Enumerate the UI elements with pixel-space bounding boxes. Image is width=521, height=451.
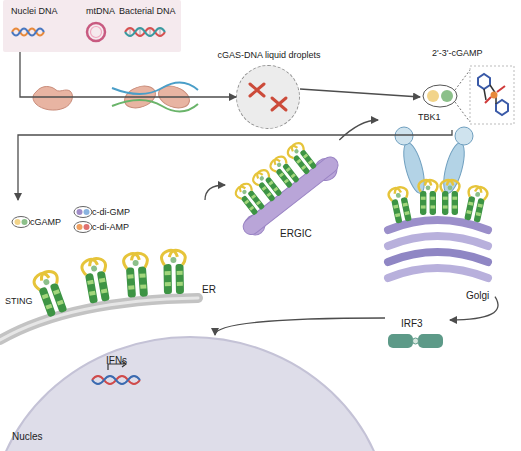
node-label: IFNs [106, 355, 127, 367]
cgamp-ball [441, 90, 453, 102]
molecule-ring [496, 100, 508, 115]
golgi-cisterna [388, 252, 488, 262]
irf3-unit [388, 334, 413, 348]
dna-strand [112, 100, 198, 112]
source-box: Nuclei DNA mtDNA Bacterial DNA [3, 0, 181, 52]
pathway-arrow [215, 318, 385, 335]
sting-dimer [233, 181, 266, 216]
node-label: mtDNA [86, 6, 115, 17]
irf3-box: IRF3 [385, 318, 450, 358]
zoom-frame [470, 66, 514, 124]
sting-dimer [268, 154, 301, 189]
tbk1-body [400, 141, 429, 195]
node-label: 2'-3'-cGAMP [432, 48, 482, 59]
golgi-cisterna [388, 268, 488, 278]
tbk1-kinase [395, 127, 473, 195]
ergic-region: ERGIC [225, 140, 345, 245]
tbk1-body [440, 141, 469, 195]
ergic-bulb [310, 154, 341, 185]
ligand-ball [22, 219, 28, 225]
golgi-stack [388, 220, 488, 278]
sting-dimer [418, 180, 437, 215]
pathway-arrow [18, 130, 452, 200]
ligand-ball [77, 209, 83, 215]
ligand-ball [84, 224, 90, 230]
irf3-link [413, 338, 419, 344]
protein-name: STING [5, 296, 33, 307]
node-label: cGAS-DNA liquid droplets [197, 50, 341, 61]
ligand-outline [74, 207, 92, 218]
node-label: Nucles [12, 431, 43, 443]
node-label: Nuclei DNA [11, 6, 58, 17]
ligand-icons [12, 207, 92, 233]
irf3-unit [418, 334, 443, 348]
nucleus-outline [0, 335, 380, 451]
ligand-ball [77, 224, 83, 230]
ligand-name: c-di-GMP [92, 207, 130, 218]
pathway-arrow [205, 185, 225, 200]
sting-dimer [440, 180, 459, 215]
irf3-dimer [388, 334, 443, 348]
ligand-name: c-di-AMP [92, 222, 129, 233]
ligand-outline [12, 217, 30, 228]
molecule-bond [485, 86, 505, 103]
node-label: Golgi [466, 290, 489, 302]
sting-dimer [285, 140, 318, 175]
tbk1-head [455, 127, 473, 145]
tbk1-head [395, 127, 413, 145]
ligand-ball [84, 209, 90, 215]
ergic-bulb [241, 211, 269, 239]
golgi-region: Golgi [378, 110, 495, 300]
pathway-arrow [20, 52, 236, 97]
ligand-name: cGAMP [30, 217, 61, 228]
sting-dimer [32, 269, 69, 318]
golgi-cisterna [388, 220, 488, 230]
sting-dimer [387, 186, 413, 224]
sting-dimer [251, 168, 284, 203]
cgamp-ball [427, 90, 439, 102]
cgas-dna-complex [112, 82, 198, 112]
nucleus-shape: IFNsNucles [0, 335, 380, 451]
golgi-cisterna [388, 236, 488, 246]
pathway-arrow [300, 89, 420, 97]
node-label: IRF3 [401, 318, 423, 330]
sting-dimer [123, 253, 150, 298]
ergic-body [240, 154, 341, 238]
nuclear-envelope [0, 337, 390, 451]
cgas-enzyme [122, 82, 159, 112]
sting-dimer [161, 250, 186, 294]
ligand-ball [15, 219, 21, 225]
zoom-line [455, 70, 470, 90]
ergic-vesicle [221, 130, 344, 241]
molecule-ring [478, 74, 490, 89]
pathway-arrow [339, 120, 378, 140]
node-label: Bacterial DNA [119, 6, 176, 17]
dna-strand [112, 82, 198, 94]
phosphate-atom [491, 92, 498, 99]
node-label: ERGIC [280, 228, 312, 240]
protein-name: TBK1 [418, 112, 441, 123]
sting-dimer [81, 257, 112, 304]
cgas-enzyme [156, 82, 193, 112]
cgamp-outline [423, 85, 457, 107]
cgas-enzyme [33, 87, 72, 111]
molecule-bond [484, 85, 496, 104]
droplet-circle: cGAS-DNA liquid droplets [236, 65, 300, 129]
ligand-outline [74, 222, 92, 233]
sting-dimer [463, 185, 489, 223]
zoom-line [455, 102, 470, 122]
node-label: ER [202, 284, 216, 296]
